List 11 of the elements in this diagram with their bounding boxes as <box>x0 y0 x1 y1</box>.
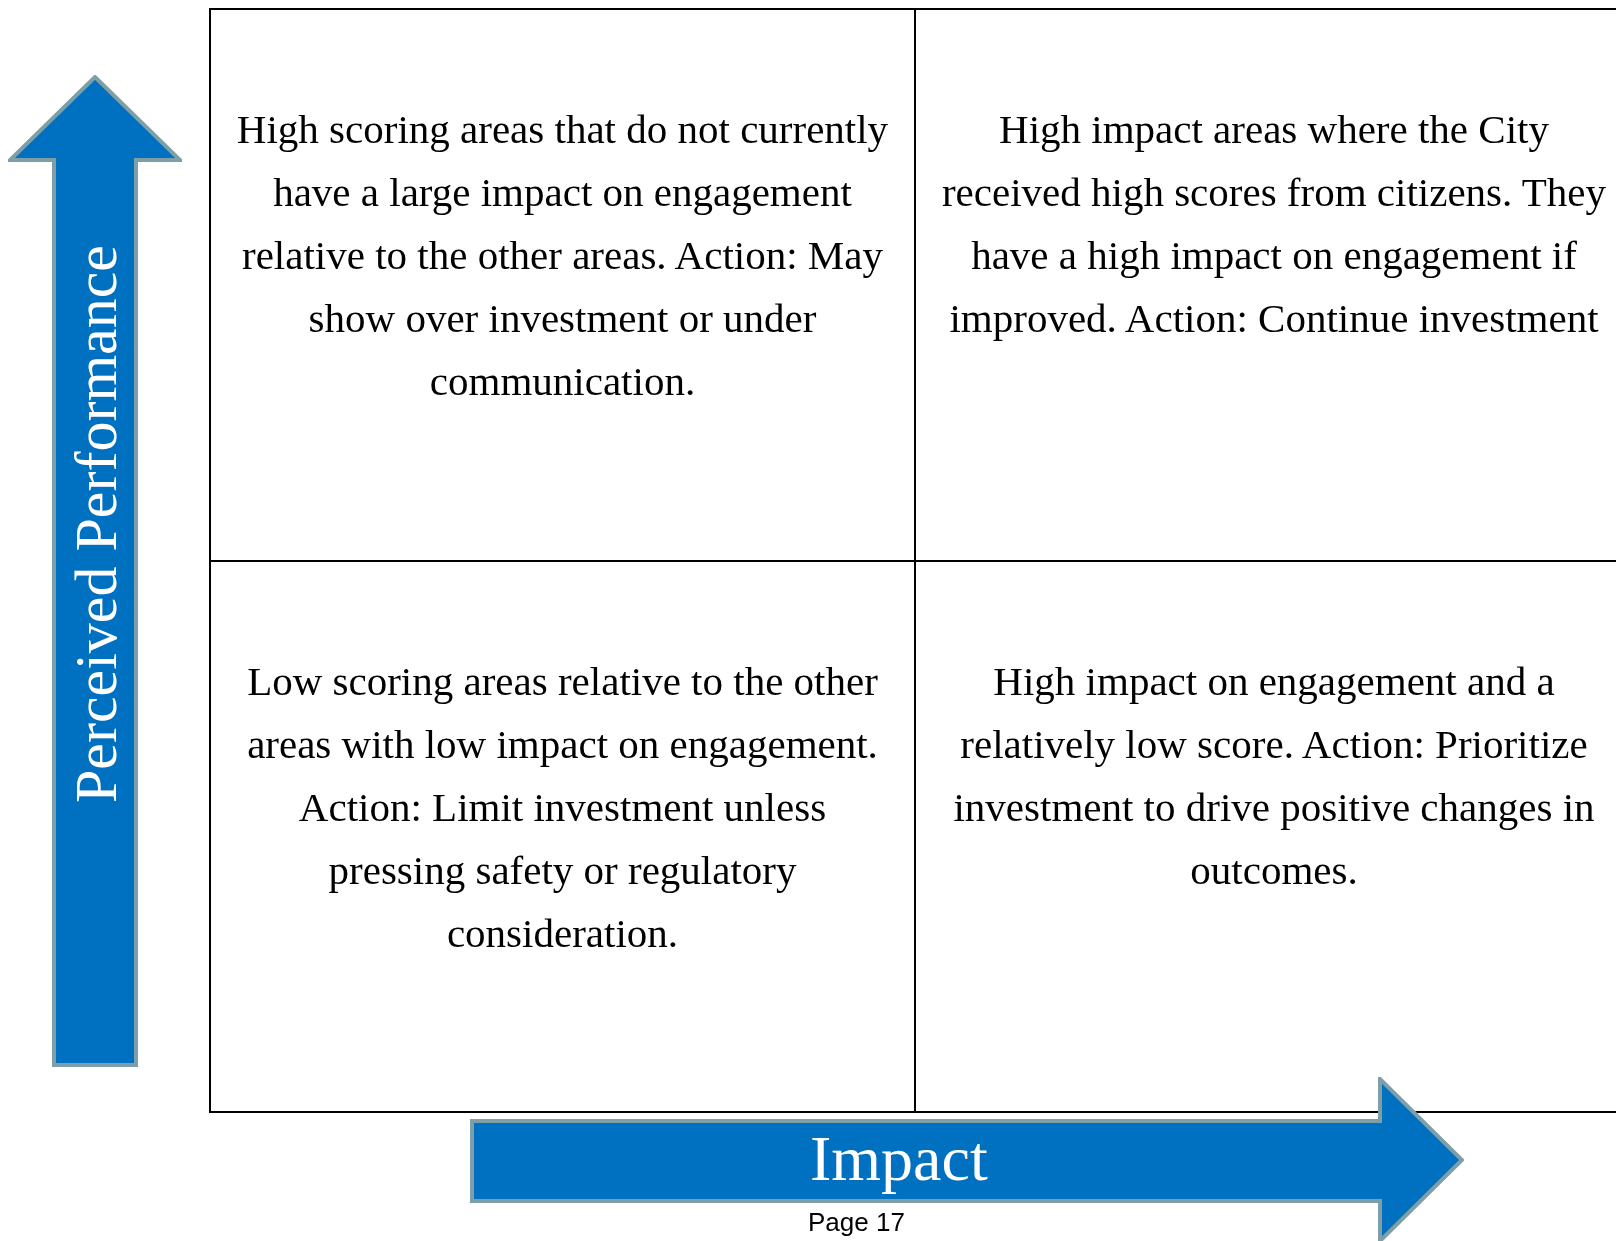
quadrant-description: High scoring areas that do not currently have a large impact on engagement relative to the other areas. Action: May show over investment or under communication. <box>235 105 890 406</box>
axis-arrow <box>8 75 182 1067</box>
quadrant-description: High impact areas where the City received high scores from citizens. They have a high impact on engagement if improved. Action: Continue investment <box>940 105 1608 343</box>
axis-title: Impact <box>810 1122 988 1196</box>
axis-arrow <box>470 1077 1464 1241</box>
page-number: Page 17 <box>808 1207 905 1238</box>
axis-title: Perceived Performance <box>62 245 130 804</box>
quadrant-description: Low scoring areas relative to the other areas with low impact on engagement. Action: Limit investment unless pressing safety or regulatory consideration. <box>246 657 879 958</box>
quadrant-description: High impact on engagement and a relatively low score. Action: Prioritize investment to drive positive changes in outcomes. <box>952 657 1596 895</box>
quadrant-cell <box>209 8 916 562</box>
quadrant-cell <box>209 560 916 1113</box>
